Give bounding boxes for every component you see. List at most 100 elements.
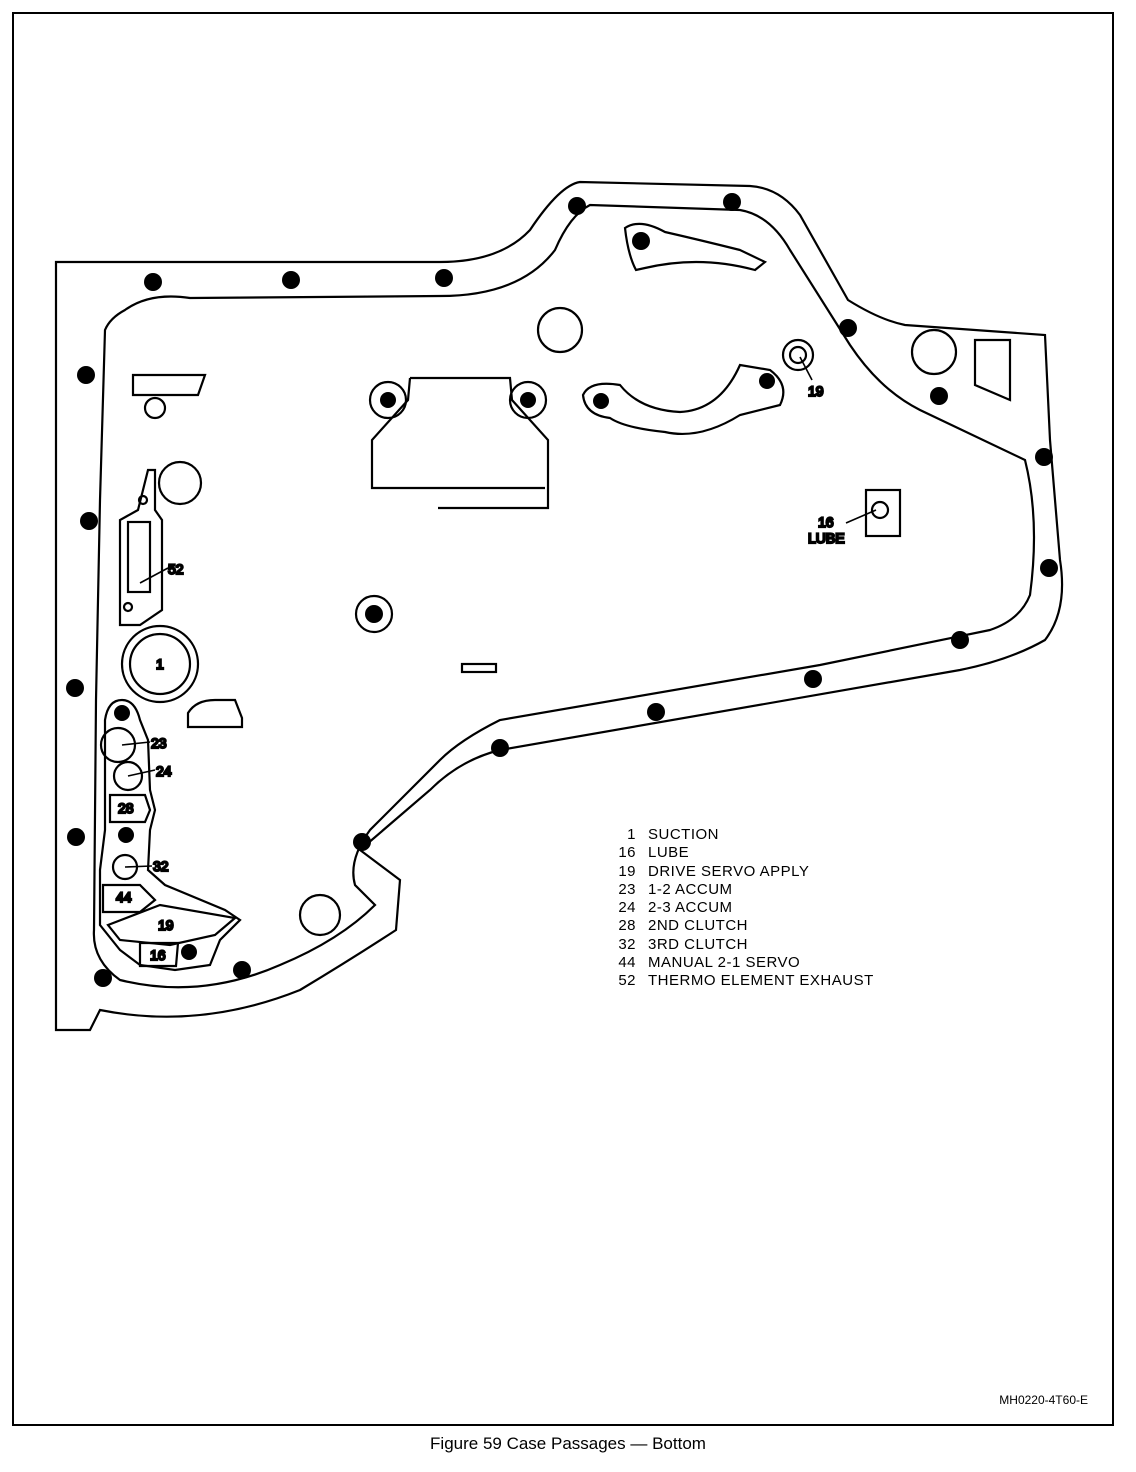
legend-text: DRIVE SERVO APPLY xyxy=(648,862,810,880)
bolt-hole xyxy=(380,392,396,408)
bolt-hole xyxy=(632,232,650,250)
legend-row: 28 2ND CLUTCH xyxy=(604,917,874,935)
passage-19-box xyxy=(106,903,238,947)
case-outer-outline xyxy=(54,180,1064,1032)
legend-text: 2ND CLUTCH xyxy=(648,917,749,935)
passage-19-boss-inner xyxy=(788,345,808,365)
crescent-passage xyxy=(623,222,768,272)
small-pad xyxy=(186,698,244,729)
legend-text: THERMO ELEMENT EXHAUST xyxy=(648,972,874,990)
passage-44-box xyxy=(101,883,157,914)
center-pan-right-boss xyxy=(508,380,548,420)
bolt-hole xyxy=(118,827,134,843)
bolt-hole xyxy=(282,271,300,289)
callout-19-right: 19 xyxy=(808,383,824,399)
callout-16-right: 16 xyxy=(818,514,834,530)
legend-row: 52 THERMO ELEMENT EXHAUST xyxy=(604,972,874,990)
passage-52-hole-bottom xyxy=(122,601,134,613)
callout-16-right-text: LUBE xyxy=(808,530,845,546)
legend-num: 32 xyxy=(618,935,636,953)
passage-52-channel xyxy=(118,468,164,627)
figure-caption: Figure 59 Case Passages — Bottom xyxy=(430,1434,706,1453)
leader-23 xyxy=(121,741,151,746)
bore-left xyxy=(157,460,203,506)
bolt-hole xyxy=(114,705,130,721)
left-passage-column xyxy=(98,698,242,972)
center-pan-left-boss xyxy=(368,380,408,420)
legend-text: LUBE xyxy=(648,844,690,862)
bolt-hole xyxy=(491,739,509,757)
legend-num: 1 xyxy=(627,826,636,843)
bolt-hole xyxy=(723,193,741,211)
legend-num: 28 xyxy=(618,917,636,935)
bolt-hole xyxy=(365,605,383,623)
passage-16-box xyxy=(138,941,180,968)
legend-row: 16 LUBE xyxy=(604,844,874,862)
callout-44: 44 xyxy=(116,889,132,905)
figure-frame xyxy=(12,12,1114,1426)
legend-row: 23 1-2 ACCUM xyxy=(604,881,874,899)
callout-19-left: 19 xyxy=(158,917,174,933)
bolt-hole xyxy=(181,944,197,960)
legend-text: SUCTION xyxy=(648,826,719,843)
passage-52-slot xyxy=(126,520,152,594)
legend-num: 52 xyxy=(618,972,636,990)
bolt-hole xyxy=(67,828,85,846)
legend-num: 16 xyxy=(618,844,636,862)
gasket-inner-outline xyxy=(92,203,1036,989)
callout-28: 28 xyxy=(118,800,134,816)
bolt-hole xyxy=(80,512,98,530)
leader-52 xyxy=(139,567,169,584)
passage-28-box xyxy=(108,793,152,824)
lube-boss-hole xyxy=(870,500,890,520)
legend-num: 24 xyxy=(618,899,636,917)
bolt-hole xyxy=(951,631,969,649)
leader-32 xyxy=(124,865,153,868)
bore-bottom-left xyxy=(298,893,342,937)
legend-row: 44 MANUAL 2-1 SERVO xyxy=(604,954,874,972)
bolt-hole xyxy=(1035,448,1053,466)
legend-text: 1-2 ACCUM xyxy=(648,880,733,898)
bolt-hole xyxy=(839,319,857,337)
bolt-hole xyxy=(1040,559,1058,577)
legend-num: 44 xyxy=(618,954,636,972)
passage-24-circle xyxy=(112,760,144,792)
legend-row: 24 2-3 ACCUM xyxy=(604,899,874,917)
passage-19-boss-outer xyxy=(781,338,815,372)
legend-row: 32 3RD CLUTCH xyxy=(604,936,874,954)
bore-right xyxy=(910,328,958,376)
bolt-hole xyxy=(94,969,112,987)
bolt-hole xyxy=(353,833,371,851)
arched-passage xyxy=(581,363,785,435)
center-boss-ring xyxy=(354,594,394,634)
drawing-code: MH0220-4T60-E xyxy=(999,1393,1088,1407)
bore-top-center xyxy=(536,306,584,354)
legend-row: 1 SUCTION xyxy=(604,826,874,844)
bolt-hole xyxy=(804,670,822,688)
bolt-hole xyxy=(520,392,536,408)
legend-num: 23 xyxy=(618,880,636,898)
bolt-hole xyxy=(233,961,251,979)
bolt-hole xyxy=(77,366,95,384)
legend-text: 2-3 ACCUM xyxy=(648,899,733,917)
boss-top-left xyxy=(143,396,167,420)
bolt-hole xyxy=(435,269,453,287)
legend-text: MANUAL 2-1 SERVO xyxy=(648,954,801,972)
right-pad xyxy=(973,338,1012,402)
leader-19-right xyxy=(799,356,813,381)
passage-23-circle xyxy=(99,726,137,764)
legend-text: 3RD CLUTCH xyxy=(648,935,749,953)
bolt-hole xyxy=(66,679,84,697)
callout-16-left: 16 xyxy=(150,947,166,963)
callout-52: 52 xyxy=(168,561,184,577)
bolt-hole xyxy=(647,703,665,721)
suction-bore-outer xyxy=(120,624,200,704)
callout-32: 32 xyxy=(153,858,169,874)
callout-23: 23 xyxy=(151,735,167,751)
bolt-hole xyxy=(593,393,609,409)
bolt-hole xyxy=(144,273,162,291)
center-pan-pocket xyxy=(370,376,550,510)
